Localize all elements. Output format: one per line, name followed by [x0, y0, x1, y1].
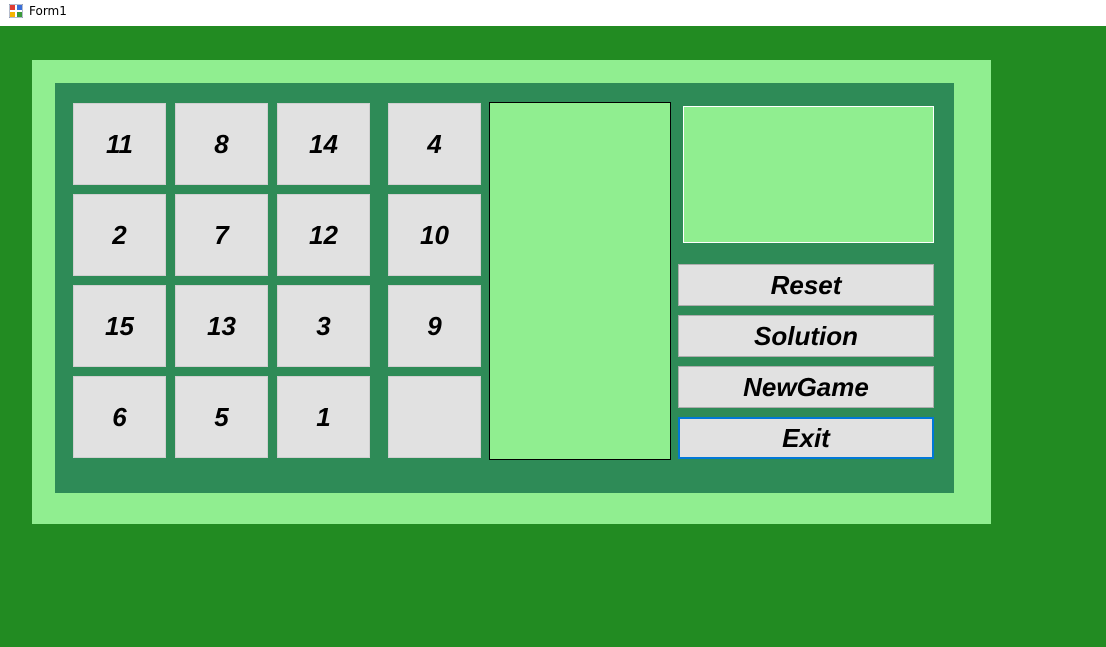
- tile-button[interactable]: 2: [73, 194, 166, 276]
- tile-button[interactable]: 14: [277, 103, 370, 185]
- tile-button[interactable]: 10: [388, 194, 481, 276]
- tile-button[interactable]: 8: [175, 103, 268, 185]
- tile-button[interactable]: 1: [277, 376, 370, 458]
- newgame-button[interactable]: NewGame: [678, 366, 934, 408]
- info-box: [683, 106, 934, 243]
- title-bar: Form1: [0, 0, 1106, 26]
- tile-button[interactable]: 11: [73, 103, 166, 185]
- empty-tile[interactable]: [388, 376, 481, 458]
- tile-button[interactable]: 7: [175, 194, 268, 276]
- reset-button[interactable]: Reset: [678, 264, 934, 306]
- tile-button[interactable]: 12: [277, 194, 370, 276]
- tile-button[interactable]: 5: [175, 376, 268, 458]
- window-title: Form1: [29, 4, 67, 18]
- tile-button[interactable]: 13: [175, 285, 268, 367]
- tile-button[interactable]: 4: [388, 103, 481, 185]
- preview-panel: [489, 102, 671, 460]
- app-form-icon: [9, 4, 23, 18]
- tile-button[interactable]: 6: [73, 376, 166, 458]
- exit-button[interactable]: Exit: [678, 417, 934, 459]
- solution-button[interactable]: Solution: [678, 315, 934, 357]
- tile-button[interactable]: 15: [73, 285, 166, 367]
- tile-button[interactable]: 9: [388, 285, 481, 367]
- tile-button[interactable]: 3: [277, 285, 370, 367]
